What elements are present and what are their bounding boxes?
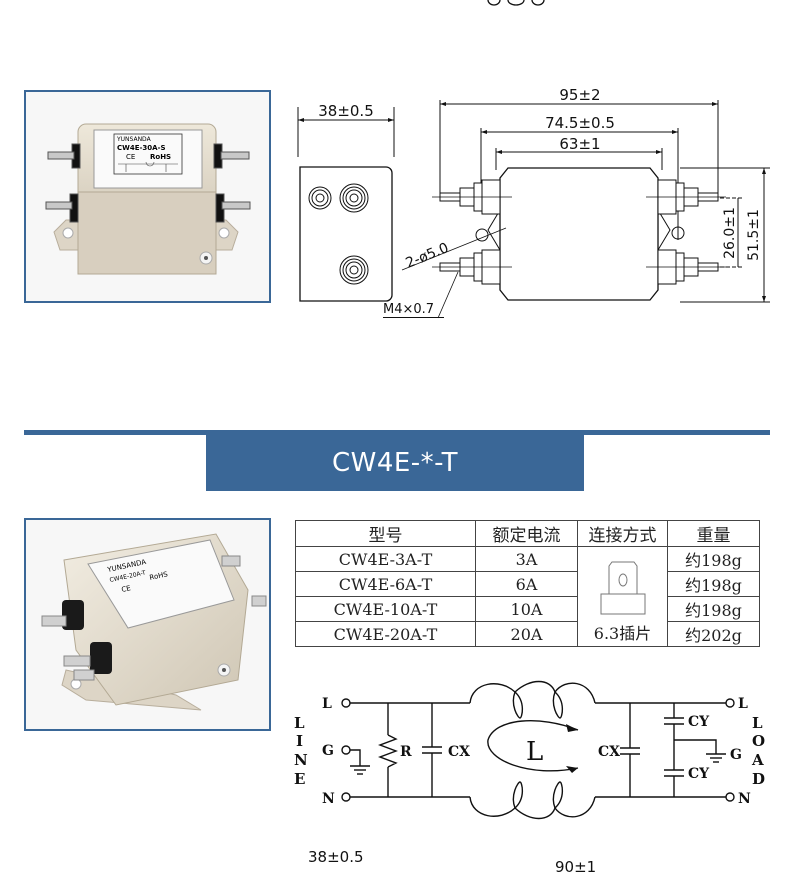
load-terminal-n: N — [738, 791, 751, 807]
table-row: CW4E-3A-T 3A 6.3插片 约198g — [295, 546, 760, 647]
cy-bottom-label: CY — [688, 766, 710, 782]
line-label-i: I — [296, 732, 303, 750]
resistor-label: R — [400, 744, 412, 760]
body-length-dim: 63±1 — [559, 135, 600, 153]
table-row: CW4E-10A-T 10A 约198g — [295, 596, 760, 622]
photo-label-ce: CE — [126, 153, 135, 161]
line-label-e: E — [294, 770, 305, 788]
cell-connection: 6.3插片 — [577, 546, 668, 647]
mount-pitch-dim: 74.5±0.5 — [545, 114, 615, 132]
top-cropped-terminals — [487, 0, 545, 6]
photo-label-rohs: RoHS — [150, 153, 171, 161]
photo-label-model: CW4E-30A-S — [117, 144, 166, 152]
filter-photo-illustration: YUNSANDA CW4E-30A-S CE RoHS — [26, 92, 269, 301]
cx-right-label: CX — [598, 744, 620, 760]
front-view-drawing: 95±2 74.5±0.5 63±1 26.0±1 51.5±1 2-ø5.0 — [401, 86, 770, 319]
filter-schematic: L I N E L G N R CX L CX CY CY L G N L O … — [294, 680, 765, 820]
header-connection: 连接方式 — [577, 520, 668, 547]
overall-length-dim: 95±2 — [559, 86, 600, 104]
filter-t-photo-illustration: YUNSANDA CW4E-20A-T RoHS CE — [26, 520, 269, 729]
load-label-a: A — [751, 751, 764, 769]
cell-model: CW4E-10A-T — [295, 596, 476, 622]
header-model: 型号 — [295, 520, 476, 547]
side-view-drawing: 38±0.5 — [297, 102, 395, 302]
cell-model: CW4E-6A-T — [295, 571, 476, 597]
section-banner: CW4E-*-T — [206, 434, 584, 491]
cell-model: CW4E-3A-T — [295, 546, 476, 572]
load-terminal-l: L — [738, 696, 748, 712]
cell-model: CW4E-20A-T — [295, 621, 476, 647]
table-row: CW4E-20A-T 20A 约202g — [295, 621, 760, 647]
product-photo-t: YUNSANDA CW4E-20A-T RoHS CE — [24, 518, 271, 731]
line-label-n: N — [294, 751, 308, 769]
cell-weight: 约198g — [667, 596, 760, 622]
cell-current: 3A — [475, 546, 578, 572]
cell-current: 6A — [475, 571, 578, 597]
inductor-label: L — [526, 737, 543, 767]
photo-label-brand: YUNSANDA — [116, 136, 152, 143]
load-label-o: O — [752, 732, 765, 750]
cell-current: 20A — [475, 621, 578, 647]
load-terminal-g: G — [730, 747, 742, 763]
line-terminal-l: L — [322, 696, 332, 712]
line-label-l: L — [294, 714, 305, 732]
line-terminal-n: N — [322, 791, 335, 807]
cell-weight: 约198g — [667, 571, 760, 597]
header-weight: 重量 — [667, 520, 760, 547]
cy-top-label: CY — [688, 714, 710, 730]
thread-callout: M4×0.7 — [383, 302, 445, 318]
cx-left-label: CX — [448, 744, 470, 760]
height-dim: 51.5±1 — [746, 209, 762, 261]
t-photo-label-rohs: RoHS — [149, 570, 169, 582]
next-length-dim-partial: 90±1 — [555, 858, 597, 876]
load-label-d: D — [752, 770, 765, 788]
section-divider — [24, 430, 770, 435]
load-label-l: L — [752, 714, 763, 732]
cell-current: 10A — [475, 596, 578, 622]
table-row: CW4E-6A-T 6A 约198g — [295, 571, 760, 597]
header-current: 额定电流 — [475, 520, 578, 547]
next-side-width-dim: 38±0.5 — [308, 848, 364, 866]
spec-table: 型号 额定电流 连接方式 重量 CW4E-3A-T 3A 6.3插片 约198g… — [295, 520, 760, 647]
connection-text: 6.3插片 — [593, 624, 652, 643]
side-width-dim: 38±0.5 — [318, 102, 374, 120]
terminal-spacing-dim: 26.0±1 — [722, 207, 738, 259]
table-header-row: 型号 额定电流 连接方式 重量 — [295, 520, 760, 547]
spade-terminal-icon — [600, 561, 645, 615]
product-photo-s: YUNSANDA CW4E-30A-S CE RoHS — [24, 90, 271, 303]
line-terminal-g: G — [322, 743, 334, 759]
cell-weight: 约202g — [667, 621, 760, 647]
t-photo-label-ce: CE — [121, 584, 132, 594]
cell-weight: 约198g — [667, 546, 760, 572]
